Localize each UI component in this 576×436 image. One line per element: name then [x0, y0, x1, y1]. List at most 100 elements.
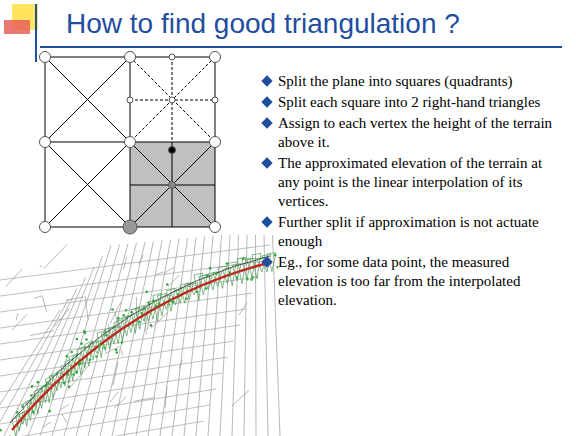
data-point [9, 435, 12, 436]
vertex [210, 52, 221, 63]
mesh-line [179, 360, 182, 369]
deco-square [4, 20, 30, 34]
terrain-path [10, 256, 270, 423]
data-point [274, 254, 277, 257]
mesh-line [0, 293, 252, 328]
mesh-line [12, 314, 27, 330]
data-point [80, 342, 83, 345]
data-point [122, 314, 125, 317]
data-point [158, 302, 161, 305]
title-rule [40, 46, 562, 48]
data-point [98, 344, 101, 347]
bullet-text: Split the plane into squares (quadrants) [278, 73, 513, 89]
mesh-line [30, 331, 54, 336]
data-point [170, 300, 173, 303]
data-point [229, 272, 232, 275]
bullet-diamond [261, 117, 272, 128]
data-point [205, 274, 208, 277]
data-point [130, 311, 133, 314]
data-point [21, 405, 24, 408]
data-point [215, 272, 218, 275]
mesh-line [244, 235, 247, 436]
mesh-line [164, 267, 174, 273]
data-point [69, 369, 72, 372]
data-point [65, 355, 68, 358]
data-point [76, 338, 79, 341]
data-point [242, 257, 245, 260]
vertex [212, 97, 218, 103]
data-point [16, 411, 19, 414]
data-point [70, 351, 73, 354]
bullet-text: The approximated elevation of the terrai… [278, 155, 542, 209]
data-point [141, 312, 144, 315]
mesh-line [44, 244, 67, 268]
mesh-line [68, 366, 89, 390]
data-point [95, 355, 98, 358]
data-point [32, 411, 35, 414]
data-point [177, 293, 180, 296]
mesh-line [0, 421, 204, 436]
data-point [67, 373, 70, 376]
mesh-line [6, 269, 22, 286]
data-point [155, 305, 158, 308]
mesh-line [16, 313, 18, 320]
data-point [117, 317, 120, 320]
mesh-line [208, 235, 222, 436]
data-point [31, 385, 34, 388]
data-point [30, 394, 33, 397]
mesh-line [0, 309, 246, 344]
mesh-line [85, 296, 88, 319]
data-point [196, 290, 199, 293]
mesh-line [54, 308, 70, 326]
mesh-line [220, 235, 230, 436]
mesh-line [114, 397, 127, 409]
data-point [115, 351, 118, 354]
data-point [68, 385, 71, 388]
mesh-line [165, 387, 167, 408]
data-point [45, 385, 48, 388]
data-point [147, 301, 150, 304]
bullet-text: Eg., for some data point, the measured e… [278, 254, 520, 308]
bullet-diamond [261, 157, 272, 168]
mesh-line [88, 243, 137, 436]
data-point [145, 291, 148, 294]
mesh-line [42, 297, 46, 312]
data-point [84, 332, 87, 335]
bullet-text: Further split if approximation is not ac… [278, 214, 539, 249]
data-point [111, 308, 114, 311]
data-point [121, 341, 124, 344]
mesh-line [139, 255, 144, 264]
bullet-diamond [261, 75, 272, 86]
mesh-line [62, 414, 67, 423]
data-point [166, 283, 169, 286]
terrain-path [12, 262, 272, 430]
data-point [46, 381, 49, 384]
bullet-item: The approximated elevation of the terrai… [262, 154, 562, 211]
data-point [205, 287, 208, 290]
vertex [210, 222, 221, 233]
terrain-mesh [0, 235, 280, 436]
data-point [236, 276, 239, 279]
data-point [72, 373, 75, 376]
bullet-item: Split each square into 2 right-hand tria… [262, 93, 562, 112]
deco-line [35, 4, 37, 62]
data-point [79, 362, 82, 365]
mesh-line [232, 390, 249, 406]
mesh-line [17, 408, 20, 410]
mesh-line [168, 275, 180, 287]
mesh-line [124, 240, 162, 436]
quadtree-grid [45, 57, 215, 227]
data-point [0, 429, 2, 432]
data-point [209, 267, 212, 270]
vertex [123, 220, 137, 234]
vertex [169, 182, 176, 189]
data-point [115, 349, 118, 352]
mesh-line [172, 237, 196, 436]
data-point [252, 276, 255, 279]
bullet-diamond [261, 216, 272, 227]
vertex [40, 52, 51, 63]
vertex [169, 147, 176, 154]
data-point [98, 344, 101, 347]
mesh-line [156, 272, 163, 275]
bullet-list: Split the plane into squares (quadrants)… [262, 72, 562, 312]
